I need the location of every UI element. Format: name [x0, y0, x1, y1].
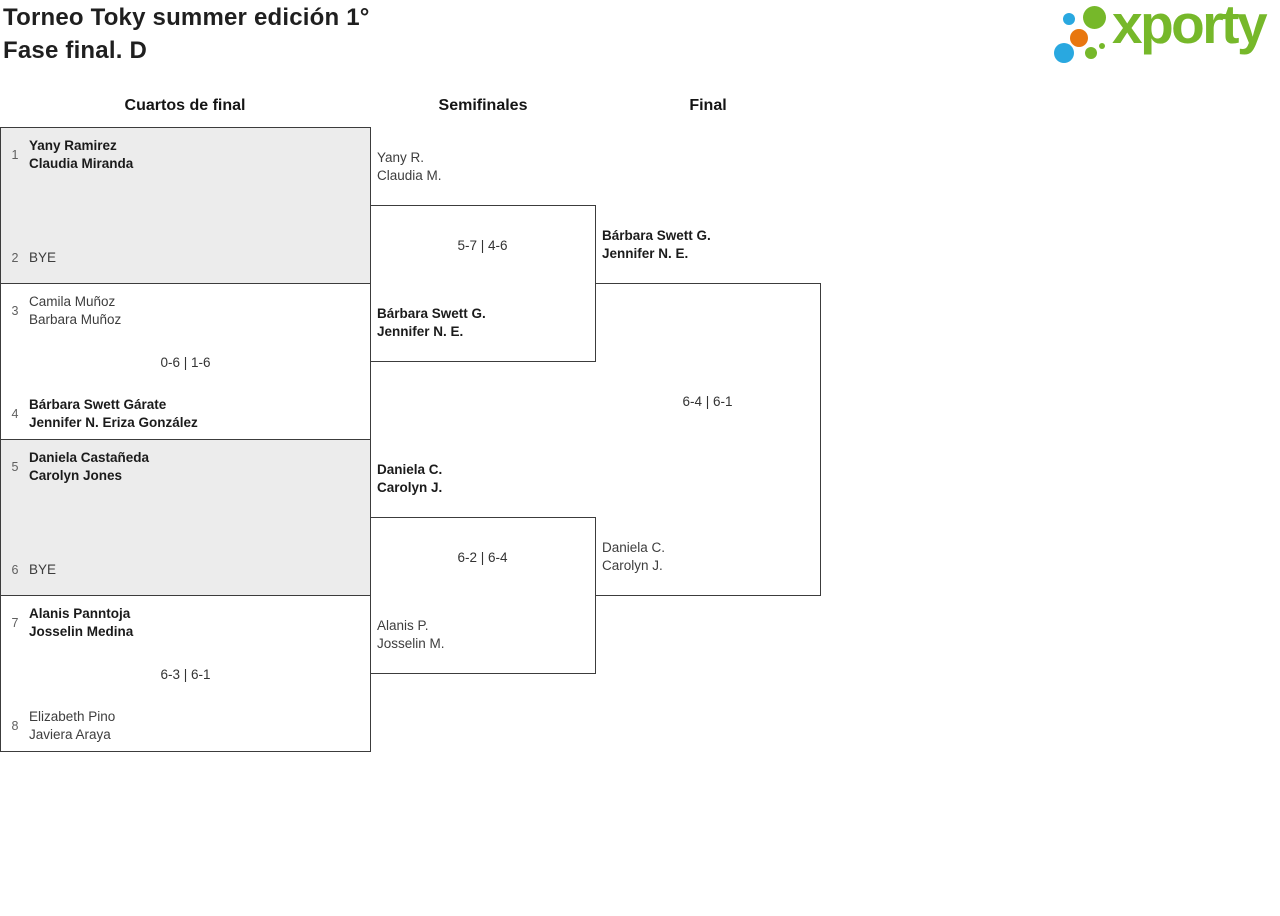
final-match[interactable]: Bárbara Swett G. Jennifer N. E. 6-4 | 6-…	[595, 228, 821, 596]
seed-number: 2	[11, 251, 19, 265]
participant-pair: Elizabeth Pino Javiera Araya	[29, 709, 116, 742]
participant-pair: Yany Ramirez Claudia Miranda	[29, 138, 134, 171]
seed-number: 5	[11, 460, 19, 474]
logo-wordmark: xporty	[1112, 0, 1268, 55]
seed-number: 8	[11, 719, 19, 733]
match-score: 6-3 | 6-1	[160, 667, 211, 682]
column-header-semifinals: Semifinales	[438, 97, 528, 114]
participant-pair: Yany R. Claudia M.	[377, 150, 442, 183]
page-title: Torneo Toky summer edición 1°	[3, 4, 370, 31]
participant-pair: Daniela C. Carolyn J.	[602, 540, 666, 573]
match-score: 6-2 | 6-4	[457, 550, 508, 565]
seed-number: 4	[11, 407, 19, 421]
match-score: 5-7 | 4-6	[457, 238, 508, 253]
seed-number: 1	[11, 148, 19, 162]
participant-pair: Daniela Castañeda Carolyn Jones	[29, 450, 150, 483]
participant-pair: Alanis Panntoja Josselin Medina	[29, 606, 134, 639]
participant-pair: Bárbara Swett Gárate Jennifer N. Eriza G…	[29, 397, 198, 430]
match-score: 6-4 | 6-1	[682, 394, 733, 409]
participant-pair: Daniela C. Carolyn J.	[377, 462, 443, 495]
quarterfinal-match-1[interactable]: 1 Yany Ramirez Claudia Miranda 2 BYE	[0, 127, 371, 284]
participant-bye: BYE	[29, 562, 57, 577]
semifinal-match-1[interactable]: Yany R. Claudia M. 5-7 | 4-6 Bárbara Swe…	[370, 150, 596, 362]
column-header-final: Final	[689, 97, 727, 114]
logo-dot-orange-icon	[1070, 29, 1088, 47]
xporty-logo[interactable]: xporty	[1050, 0, 1276, 76]
seed-number: 7	[11, 616, 19, 630]
logo-dot-green-tiny-icon	[1099, 43, 1105, 49]
seed-number: 6	[11, 563, 19, 577]
logo-dot-blue-large-icon	[1054, 43, 1074, 63]
participant-pair: Bárbara Swett G. Jennifer N. E.	[377, 306, 486, 339]
quarterfinal-match-4[interactable]: 7 Alanis Panntoja Josselin Medina 6-3 | …	[0, 595, 371, 752]
participant-pair: Alanis P. Josselin M.	[377, 618, 445, 651]
match-score: 0-6 | 1-6	[160, 355, 211, 370]
participant-pair: Camila Muñoz Barbara Muñoz	[29, 294, 122, 327]
logo-dot-green-large-icon	[1083, 6, 1106, 29]
column-header-quarterfinals: Cuartos de final	[124, 97, 246, 114]
quarterfinal-match-3[interactable]: 5 Daniela Castañeda Carolyn Jones 6 BYE	[0, 439, 371, 596]
logo-dot-blue-small-icon	[1063, 13, 1075, 25]
page-subtitle: Fase final. D	[3, 37, 147, 64]
participant-bye: BYE	[29, 250, 57, 265]
logo-dot-green-small-icon	[1085, 47, 1097, 59]
quarterfinal-match-2[interactable]: 3 Camila Muñoz Barbara Muñoz 0-6 | 1-6 4…	[0, 283, 371, 440]
participant-pair: Bárbara Swett G. Jennifer N. E.	[602, 228, 711, 261]
semifinal-match-2[interactable]: Daniela C. Carolyn J. 6-2 | 6-4 Alanis P…	[370, 462, 596, 674]
seed-number: 3	[11, 304, 19, 318]
